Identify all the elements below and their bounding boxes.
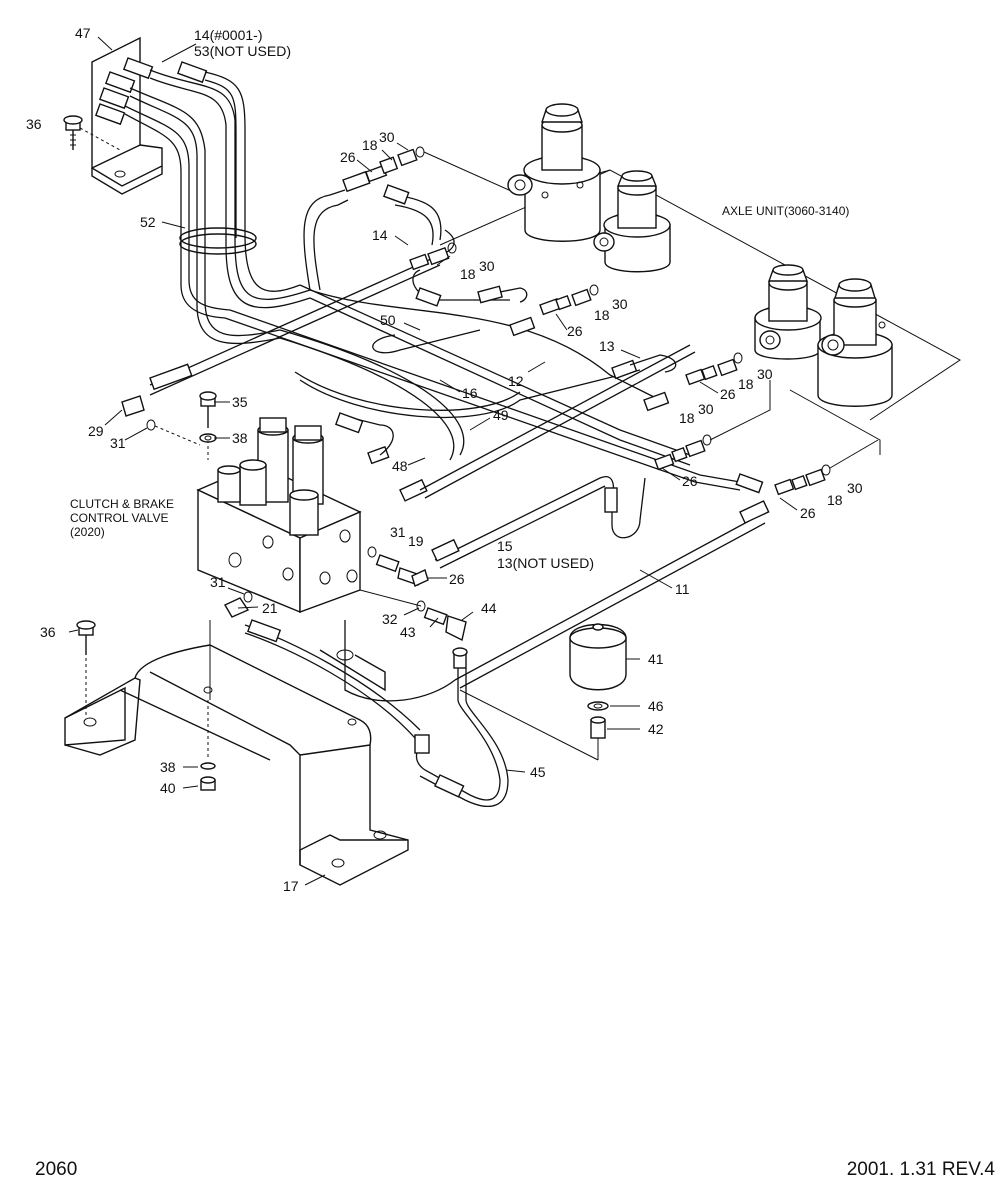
footer: 2060 2001. 1.31 REV.4 — [35, 1159, 995, 1180]
label-26-d: 26 — [682, 473, 698, 489]
valve-fittings-lower — [224, 546, 467, 642]
label-12: 12 — [508, 373, 524, 389]
annotations: AXLE UNIT(3060-3140) CLUTCH & BRAKE CONT… — [70, 204, 849, 539]
label-14-serial: 14(#0001-) — [194, 27, 263, 43]
label-38-a: 38 — [232, 430, 248, 446]
label-46: 46 — [648, 698, 664, 714]
label-18-c: 18 — [594, 307, 610, 323]
label-13: 13 — [599, 338, 615, 354]
label-41: 41 — [648, 651, 664, 667]
axle-unit-label: AXLE UNIT(3060-3140) — [722, 204, 849, 218]
page-code: 2060 — [35, 1159, 77, 1180]
label-31-c: 31 — [210, 574, 226, 590]
label-31-b: 31 — [390, 524, 406, 540]
label-11: 11 — [675, 581, 690, 597]
label-44: 44 — [481, 600, 497, 616]
leader-lines — [68, 36, 798, 886]
label-30-b: 30 — [479, 258, 495, 274]
label-19: 19 — [408, 533, 424, 549]
hose-14 — [303, 170, 442, 291]
label-26-c: 26 — [720, 386, 736, 402]
label-52: 52 — [140, 214, 156, 230]
label-30-f: 30 — [847, 480, 863, 496]
label-18-b: 18 — [460, 266, 476, 282]
label-47: 47 — [75, 25, 91, 41]
label-21: 21 — [262, 600, 278, 616]
label-18-a: 18 — [362, 137, 378, 153]
clutch-brake-control-valve — [196, 417, 362, 700]
hose-bundle — [124, 69, 311, 345]
label-15: 15 — [497, 538, 513, 554]
hose-45 — [244, 619, 509, 808]
part-labels: 47 14(#0001-) 53(NOT USED) 36 52 26 18 3… — [26, 25, 863, 894]
label-16: 16 — [462, 385, 478, 401]
label-13-not-used: 13(NOT USED) — [497, 555, 594, 571]
valve-label-line1: CLUTCH & BRAKE — [70, 497, 174, 511]
fitting-29 — [121, 363, 201, 446]
label-42: 42 — [648, 721, 664, 737]
label-30-a: 30 — [379, 129, 395, 145]
label-18-d: 18 — [738, 376, 754, 392]
label-26-e: 26 — [800, 505, 816, 521]
label-49: 49 — [493, 407, 509, 423]
label-18-f: 18 — [827, 492, 843, 508]
bracket-fittings — [94, 57, 208, 126]
label-29: 29 — [88, 423, 104, 439]
revision-date: 2001. 1.31 REV.4 — [847, 1159, 996, 1180]
label-30-e: 30 — [698, 401, 714, 417]
bolt-36-bottom — [76, 620, 216, 791]
fitting-groups-right — [372, 242, 879, 496]
label-32: 32 — [382, 611, 398, 627]
label-36-top: 36 — [26, 116, 42, 132]
label-38-b: 38 — [160, 759, 176, 775]
label-45: 45 — [530, 764, 546, 780]
label-30-c: 30 — [612, 296, 628, 312]
label-26-f: 26 — [449, 571, 465, 587]
label-14: 14 — [372, 227, 388, 243]
fitting-group-top — [365, 146, 521, 196]
accumulator-41 — [459, 623, 627, 761]
bolt-35-washer-38 — [199, 391, 217, 443]
label-53-not-used: 53(NOT USED) — [194, 43, 291, 59]
label-18-e: 18 — [679, 410, 695, 426]
label-26-b: 26 — [567, 323, 583, 339]
label-31-a: 31 — [110, 435, 126, 451]
valve-label-line2: CONTROL VALVE — [70, 511, 168, 525]
bolt-36-top — [63, 115, 121, 151]
axle-unit — [439, 103, 961, 455]
label-40: 40 — [160, 780, 176, 796]
label-26-a: 26 — [340, 149, 356, 165]
label-50: 50 — [380, 312, 396, 328]
base-bracket-17 — [64, 644, 409, 886]
valve-label-line3: (2020) — [70, 525, 105, 539]
label-36-bottom: 36 — [40, 624, 56, 640]
label-43: 43 — [400, 624, 416, 640]
label-17: 17 — [283, 878, 299, 894]
label-30-d: 30 — [757, 366, 773, 382]
label-35: 35 — [232, 394, 248, 410]
label-48: 48 — [392, 458, 408, 474]
